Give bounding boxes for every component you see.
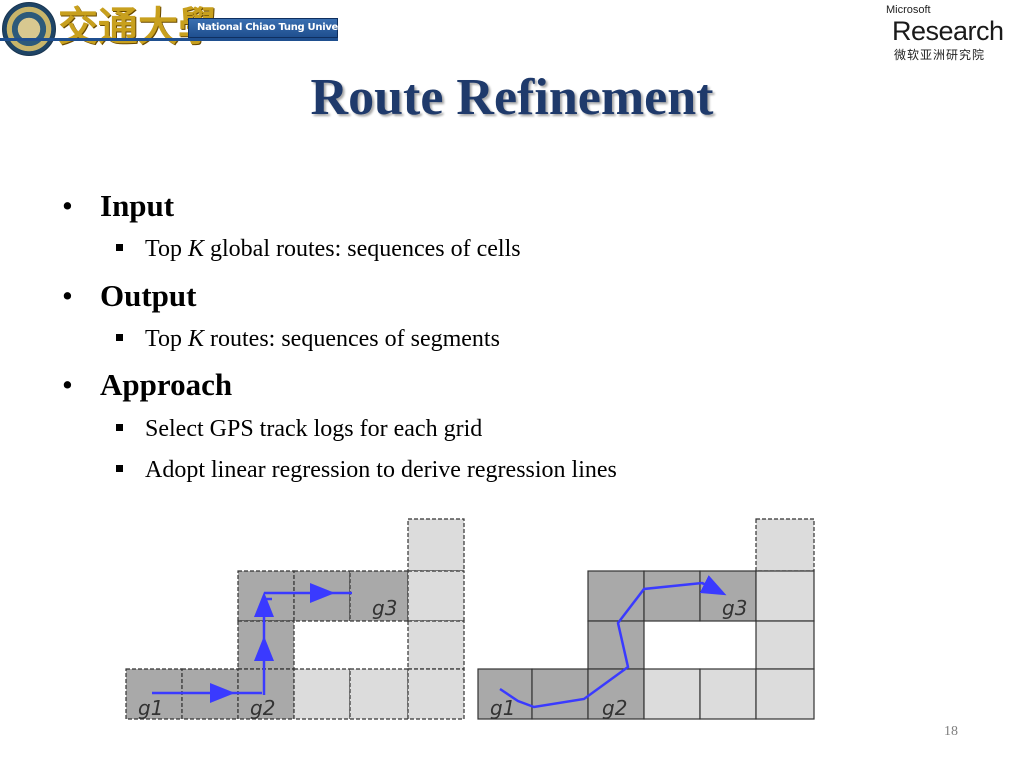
square-bullet-icon [116,243,123,251]
bullet-approach: • Approach [62,367,232,403]
bullet-label: Approach [100,367,233,402]
bullet-dot-icon: • [62,188,73,223]
bullet-output: • Output [62,278,196,314]
refined-route-line [499,581,721,709]
banner-underline [0,38,338,41]
bullet-dot-icon: • [62,367,73,402]
bullet-dot-icon: • [62,278,73,313]
university-name-english: National Chiao Tung University [197,22,363,33]
sub-bullet: Top K routes: sequences of segments [116,326,500,353]
global-route-grid [125,518,465,720]
sub-bullet: Adopt linear regression to derive regres… [116,457,617,484]
label-g2-refined: g2 [602,696,627,720]
refined-route-arrow [699,575,727,596]
sub-bullet: Top K global routes: sequences of cells [116,236,521,263]
university-seal-icon [2,2,56,56]
square-bullet-icon [116,423,123,431]
bullet-label: Output [100,278,197,313]
bullet-input: • Input [62,188,174,224]
msr-logo-microsoft: Microsoft [886,4,931,16]
global-route-arrows [152,583,352,703]
slide-number: 18 [944,724,958,739]
university-name-chinese: 交通大學 [58,3,218,50]
route-refinement-figure: g1 g2 g3 g1 g2 g3 [125,518,815,720]
label-g1: g1 [138,696,163,720]
label-g2: g2 [250,696,275,720]
bullet-label: Input [100,188,175,223]
university-banner: 交通大學 National Chiao Tung University [0,0,363,56]
square-bullet-icon [116,333,123,341]
refined-route-grid [477,518,815,720]
microsoft-research-logo: Microsoft Research 微软亚洲研究院 [880,4,1020,62]
sub-bullet: Select GPS track logs for each grid [116,416,482,443]
msr-logo-research: Research [892,16,1004,46]
university-name-bar: National Chiao Tung University [188,18,363,38]
label-g3: g3 [372,596,397,620]
label-g1-refined: g1 [490,696,515,720]
label-g3-refined: g3 [722,596,747,620]
slide-title: Route Refinement [310,69,714,126]
msr-logo-chinese: 微软亚洲研究院 [894,48,986,62]
square-bullet-icon [116,464,123,472]
